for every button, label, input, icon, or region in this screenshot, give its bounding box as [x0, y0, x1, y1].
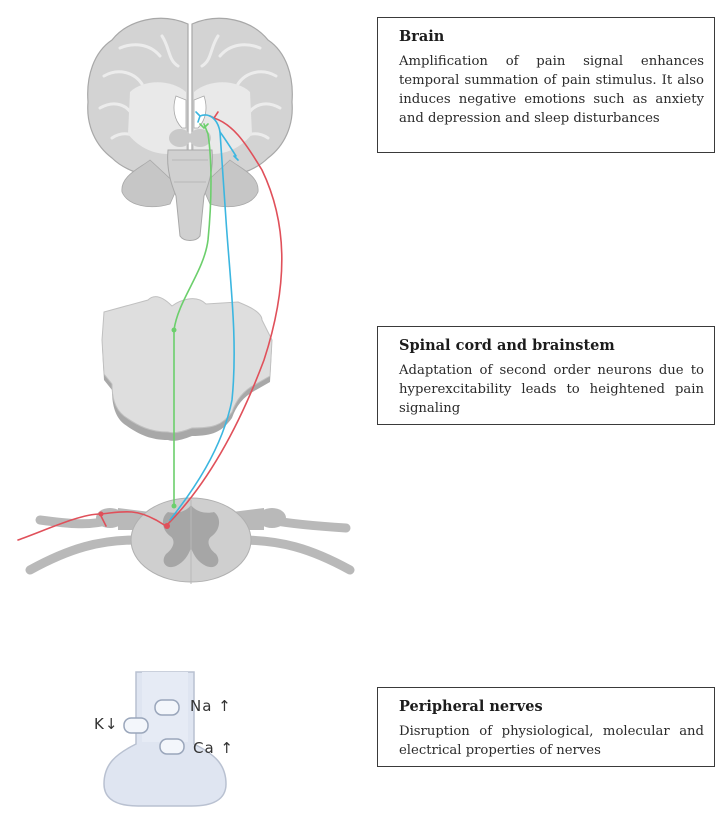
na-channel-icon: [154, 699, 180, 716]
green-pathway: [173, 123, 212, 507]
ca-channel-icon: [159, 738, 185, 755]
spinal-cord-section: [25, 497, 355, 584]
ca-label: Ca ↑: [193, 739, 234, 757]
brain-title: Brain: [399, 28, 445, 45]
brain-info-box: Brain Amplification of pain signal enhan…: [377, 17, 715, 153]
k-label: K↓: [94, 715, 118, 733]
spinal-text: Adaptation of second order neurons due t…: [399, 363, 704, 416]
blue-pathway: [169, 114, 235, 521]
brain-text: Amplification of pain signal enhances te…: [399, 54, 704, 126]
spinal-title: Spinal cord and brainstem: [399, 337, 615, 354]
peripheral-nerve-terminal: Na ↑ K↓ Ca ↑: [94, 671, 234, 807]
brainstem-section: [101, 296, 273, 441]
peripheral-info-box: Peripheral nerves Disruption of physiolo…: [377, 687, 715, 767]
na-label: Na ↑: [190, 697, 232, 715]
k-channel-icon: [123, 717, 149, 734]
brain-section: [87, 17, 293, 241]
spinal-info-box: Spinal cord and brainstem Adaptation of …: [377, 326, 715, 425]
peripheral-text: Disruption of physiological, molecular a…: [399, 724, 704, 758]
pain-pathways: [17, 111, 283, 541]
peripheral-title: Peripheral nerves: [399, 698, 543, 715]
